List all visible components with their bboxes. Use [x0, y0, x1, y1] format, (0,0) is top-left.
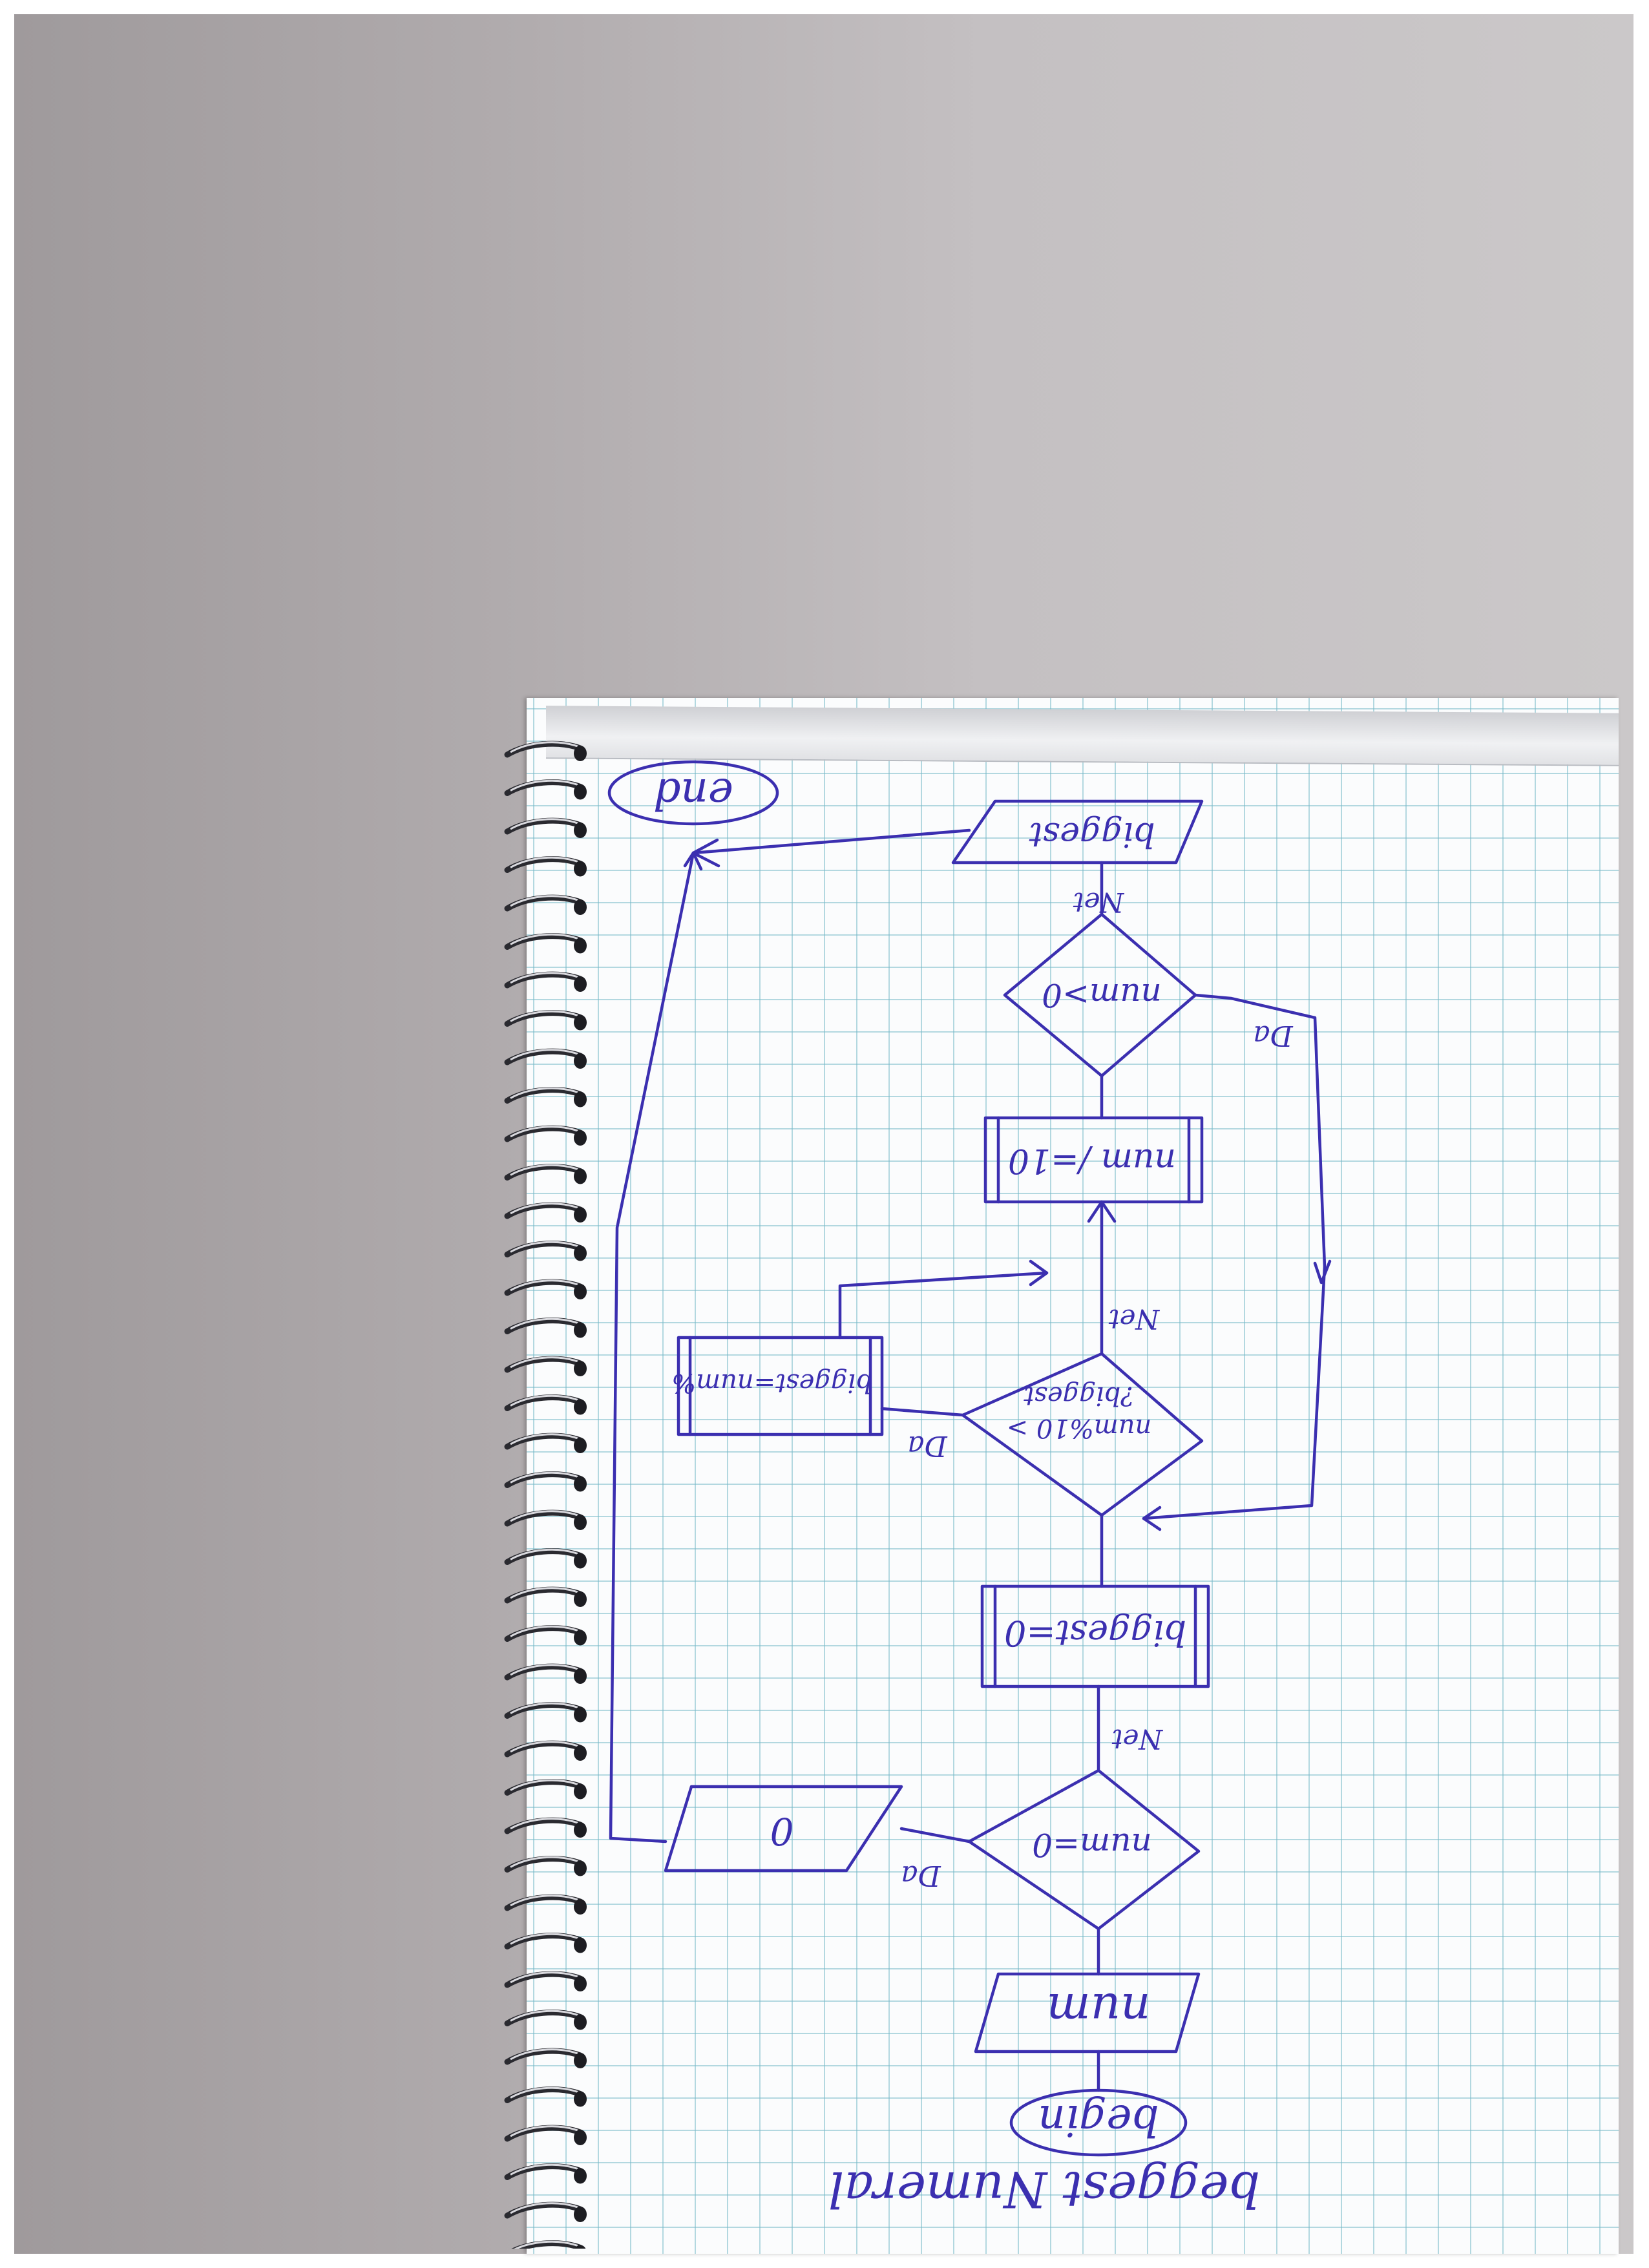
compare-line1: num%10 > [1006, 1413, 1152, 1443]
compare-yes-label: Da [907, 1429, 947, 1462]
binding-coil [504, 894, 587, 915]
binding-coil [504, 1625, 587, 1646]
binding-coil [504, 817, 587, 838]
input-num-shape [974, 1972, 1201, 2053]
begin-label: begin [1038, 2095, 1159, 2145]
binding-coil [504, 933, 587, 954]
binding-coil [504, 1010, 587, 1031]
spiral-binding [504, 740, 587, 2249]
compare-no-label: Net [1108, 1303, 1160, 1335]
check-zero-yes-label: Da [901, 1859, 941, 1892]
binding-coil [504, 1433, 587, 1453]
binding-coil [504, 779, 587, 800]
binding-coil [511, 2240, 586, 2249]
binding-coil [504, 1356, 587, 1376]
init-biggest-process [980, 1584, 1210, 1688]
check-zero-label: num=0 [1032, 1826, 1152, 1864]
end-terminal [607, 760, 779, 826]
assign-biggest-label: biggest=num% [671, 1368, 872, 1398]
end-label: end [653, 769, 733, 819]
init-biggest-label: biggest=0 [1004, 1613, 1186, 1654]
output-biggest-label: biggest [1029, 815, 1155, 854]
input-num-label: num [1046, 1983, 1151, 2037]
binding-coil [504, 1471, 587, 1492]
output-zero-label: 0 [770, 1809, 794, 1853]
binding-coil [504, 1164, 587, 1184]
binding-coil [504, 2048, 587, 2068]
binding-coil [504, 1279, 587, 1299]
check-zero-no-label: Net [1111, 1723, 1163, 1755]
binding-coil [504, 1740, 587, 1761]
binding-coil [504, 1241, 587, 1261]
assign-biggest-process [677, 1336, 884, 1436]
binding-coil [504, 2125, 587, 2145]
binding-coil [504, 1856, 587, 1876]
output-biggest-shape [951, 799, 1204, 865]
binding-coil [504, 1125, 587, 1146]
binding-coil [504, 2086, 587, 2107]
binding-coil [504, 2163, 587, 2184]
binding-coil [504, 2010, 587, 2030]
compare-line2: ?biggest [1024, 1381, 1135, 1411]
binding-coil [504, 1894, 587, 1915]
binding-coil [504, 856, 587, 877]
binding-coil [504, 971, 587, 992]
binding-coil [504, 1817, 587, 1838]
binding-coil [504, 1087, 587, 1108]
loop-check-label: num>0 [1042, 976, 1162, 1014]
binding-coil [504, 1971, 587, 1991]
binding-coil [504, 1933, 587, 1953]
loop-no-label: Net [1073, 887, 1124, 918]
divide-process [983, 1116, 1204, 1204]
binding-coil [504, 1048, 587, 1069]
binding-coil [504, 1202, 587, 1223]
loop-yes-label: Da [1253, 1019, 1293, 1052]
notebook-page [527, 698, 1619, 2254]
binding-coil [504, 1779, 587, 1800]
binding-coil [504, 1663, 587, 1684]
divide-label: num /=10 [1007, 1141, 1177, 1180]
binding-coil [504, 1318, 587, 1338]
binding-coil [504, 1586, 587, 1607]
binding-coil [504, 2201, 587, 2222]
binding-coil [504, 740, 587, 761]
output-zero-shape [664, 1785, 903, 1873]
binding-coil [504, 1509, 587, 1530]
diagram-title: beggest Numeral [828, 2161, 1260, 2218]
binding-coil [504, 1548, 587, 1569]
binding-coil [504, 1702, 587, 1723]
binding-coil [504, 1394, 587, 1415]
